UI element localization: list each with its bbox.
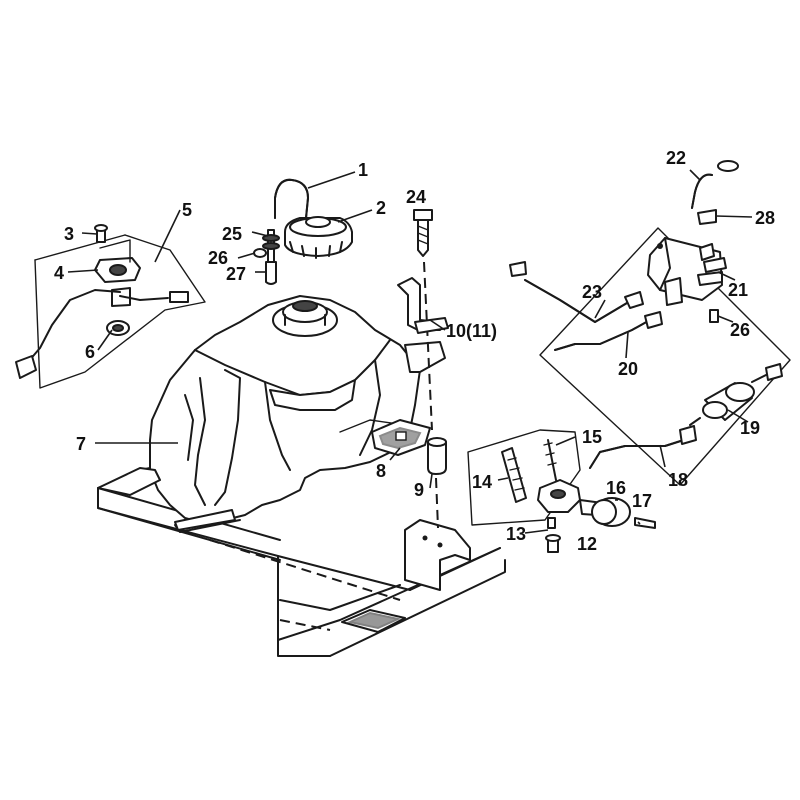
callouts: 1 2 3 4 5 6 7 8 9 10(11) 12 13 14 15 16 … [54, 148, 775, 554]
vent-valve [253, 229, 280, 285]
callout-26-vent: 26 [208, 248, 228, 268]
tank-bracket [397, 277, 449, 334]
fuel-lines [524, 279, 663, 351]
assembly-axis-lower [435, 477, 439, 529]
callout-25: 25 [222, 224, 242, 244]
callout-5: 5 [182, 200, 192, 220]
callout-20: 20 [618, 359, 638, 379]
callout-16: 16 [606, 478, 626, 498]
breather-hose [274, 178, 309, 219]
spacer-collar [427, 437, 447, 475]
callout-2: 2 [376, 198, 386, 218]
callout-1: 1 [358, 160, 368, 180]
fuel-cap [284, 216, 353, 259]
callout-12: 12 [577, 534, 597, 554]
callout-3: 3 [64, 224, 74, 244]
fuel-filter [689, 363, 783, 426]
fuel-tank [97, 295, 446, 531]
callout-15: 15 [582, 427, 602, 447]
callout-22: 22 [666, 148, 686, 168]
callout-18: 18 [668, 470, 688, 490]
callout-24: 24 [406, 187, 426, 207]
mount-bolt [413, 209, 433, 257]
callout-10-11: 10(11) [446, 321, 497, 341]
frame-bracket [404, 519, 471, 591]
callout-21: 21 [728, 280, 748, 300]
callout-19: 19 [740, 418, 760, 438]
rubber-pad [371, 419, 431, 456]
callout-9: 9 [414, 480, 424, 500]
fuel-pump-group [509, 160, 791, 486]
callout-4: 4 [54, 263, 64, 283]
callout-28: 28 [755, 208, 775, 228]
callout-6: 6 [85, 342, 95, 362]
fuel-valve-group [467, 425, 697, 553]
fuel-gauge-sender-group [15, 224, 206, 389]
callout-26-pump: 26 [730, 320, 750, 340]
callout-13: 13 [506, 524, 526, 544]
callout-14: 14 [472, 472, 492, 492]
callout-27: 27 [226, 264, 246, 284]
callout-7: 7 [76, 434, 86, 454]
callout-23: 23 [582, 282, 602, 302]
leader-lines [67, 169, 753, 534]
assembly-axis [423, 261, 433, 431]
callout-8: 8 [376, 461, 386, 481]
callout-17: 17 [632, 491, 652, 511]
